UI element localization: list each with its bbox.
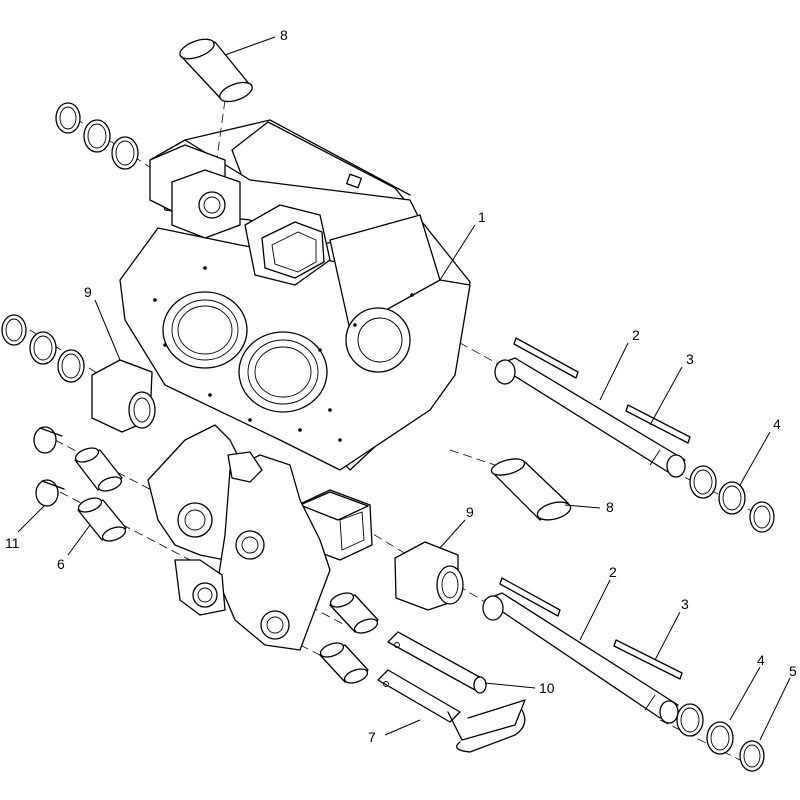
callout-4-lower: 4 [757, 652, 765, 668]
callout-3-lower: 3 [681, 596, 689, 612]
callout-9-left: 9 [84, 284, 92, 300]
bushing-right [490, 458, 572, 521]
callout-1: 1 [478, 209, 486, 225]
callout-8-top: 8 [280, 27, 288, 43]
bushings-left [74, 447, 379, 684]
washers-top-left [55, 102, 139, 170]
callout-11: 11 [5, 535, 20, 551]
lower-brackets [147, 424, 331, 651]
callout-2-lower: 2 [609, 564, 617, 580]
callout-5: 5 [789, 663, 797, 679]
pin-upper [494, 357, 686, 478]
pin-lower [482, 592, 679, 724]
boss-left [91, 359, 156, 433]
washers-right-upper [689, 465, 775, 533]
callout-7: 7 [368, 729, 376, 745]
washers-right-lower [676, 703, 765, 772]
clevis-pins [377, 631, 526, 753]
frame-assembly [119, 119, 471, 561]
callout-8-right: 8 [606, 499, 614, 515]
callout-9-right: 9 [466, 504, 474, 520]
callout-4-upper: 4 [773, 416, 781, 432]
callouts: 8 1 2 3 4 9 8 9 11 6 2 3 4 5 10 7 [5, 27, 797, 745]
callout-10: 10 [539, 680, 555, 696]
keys [499, 337, 691, 680]
washers-mid-left [1, 314, 85, 383]
boss-right [394, 541, 464, 611]
leader-lines [17, 36, 791, 741]
bushing-top [179, 38, 253, 103]
callout-6: 6 [57, 556, 65, 572]
callout-2-upper: 2 [632, 327, 640, 343]
callout-3-upper: 3 [686, 351, 694, 367]
clips [33, 426, 65, 507]
